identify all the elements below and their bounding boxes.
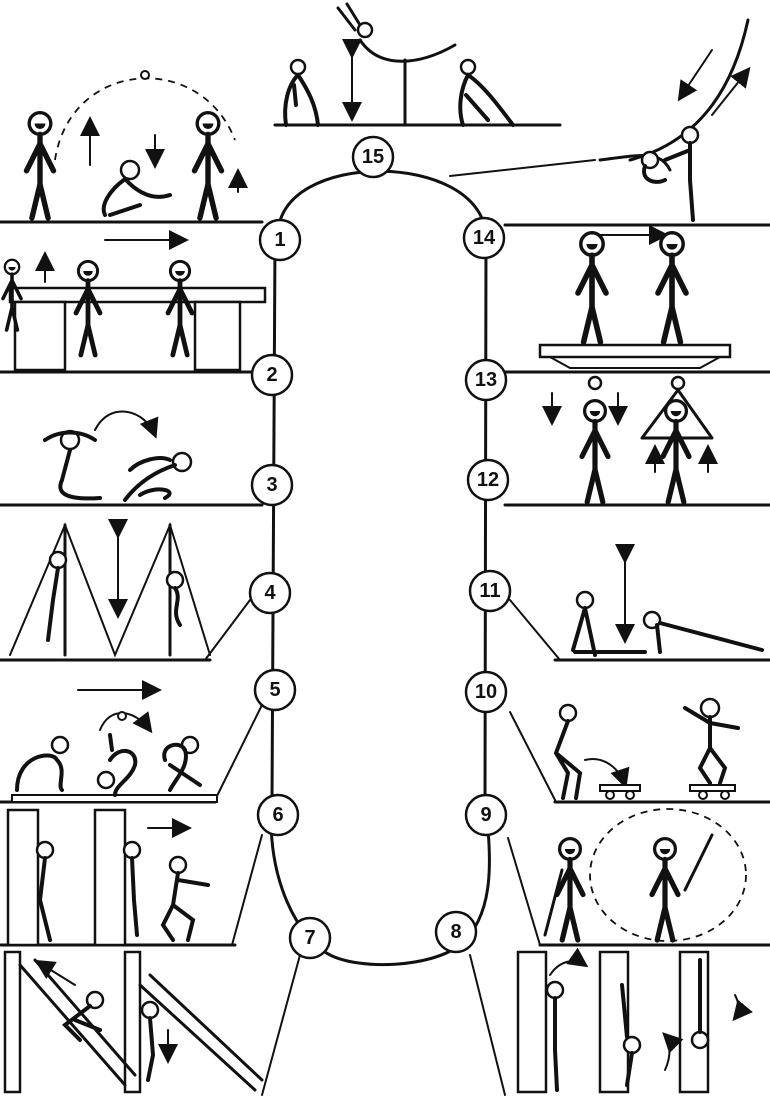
station-13-badge: 13 <box>464 358 508 402</box>
station-9-number: 9 <box>480 804 491 826</box>
station-connectors <box>204 159 596 1096</box>
panel-4-rope-climb <box>9 519 211 658</box>
station-6-number: 6 <box>272 804 283 826</box>
panel-11-floor-exercise <box>571 544 764 657</box>
station-4-number: 4 <box>264 582 276 604</box>
panel-2-parallel-rails <box>1 230 267 372</box>
station-7-badge: 7 <box>288 916 332 960</box>
station-2-badge: 2 <box>250 353 294 397</box>
panel-floors <box>0 123 770 947</box>
panel-12-rings <box>542 375 718 502</box>
station-10-number: 10 <box>475 681 497 703</box>
panel-5-mat-roll <box>11 680 218 803</box>
station-11-number: 11 <box>479 580 500 602</box>
station-15-badge: 15 <box>351 135 395 179</box>
station-14-badge: 14 <box>462 216 506 260</box>
station-1-badge: 1 <box>258 218 302 262</box>
station-3-number: 3 <box>266 474 277 496</box>
station-15-number: 15 <box>362 146 384 168</box>
station-7-number: 7 <box>304 927 315 949</box>
station-5-number: 5 <box>269 679 280 701</box>
station-1-number: 1 <box>274 229 285 251</box>
station-4-badge: 4 <box>248 571 292 615</box>
panel-1-ball-throw <box>27 70 248 218</box>
station-9-badge: 9 <box>464 793 508 837</box>
panel-6-wall-bars <box>6 808 210 947</box>
panel-9-stick-swing <box>543 808 747 941</box>
station-badges: 1 2 3 4 5 6 7 8 9 10 11 <box>248 135 512 960</box>
panel-15-jump-over-beam <box>283 2 515 127</box>
panel-8-wall-bars <box>516 947 753 1094</box>
station-8-number: 8 <box>450 921 461 943</box>
station-13-number: 13 <box>475 369 497 391</box>
station-10-badge: 10 <box>464 670 508 714</box>
station-12-badge: 12 <box>466 458 510 502</box>
station-2-number: 2 <box>266 364 277 386</box>
station-8-badge: 8 <box>434 910 478 954</box>
station-12-number: 12 <box>477 469 499 491</box>
panel-3-roll-over <box>43 410 193 502</box>
panel-14-rope-swing <box>598 18 751 222</box>
panel-10-balance-board <box>553 697 740 800</box>
station-3-badge: 3 <box>250 463 294 507</box>
panel-7-incline-board <box>3 950 264 1094</box>
station-11-badge: 11 <box>468 569 512 613</box>
station-14-number: 14 <box>473 227 496 249</box>
circuit-track <box>269 169 491 967</box>
station-5-badge: 5 <box>253 668 297 712</box>
panel-13-balance-bench <box>538 225 732 369</box>
station-6-badge: 6 <box>256 793 300 837</box>
